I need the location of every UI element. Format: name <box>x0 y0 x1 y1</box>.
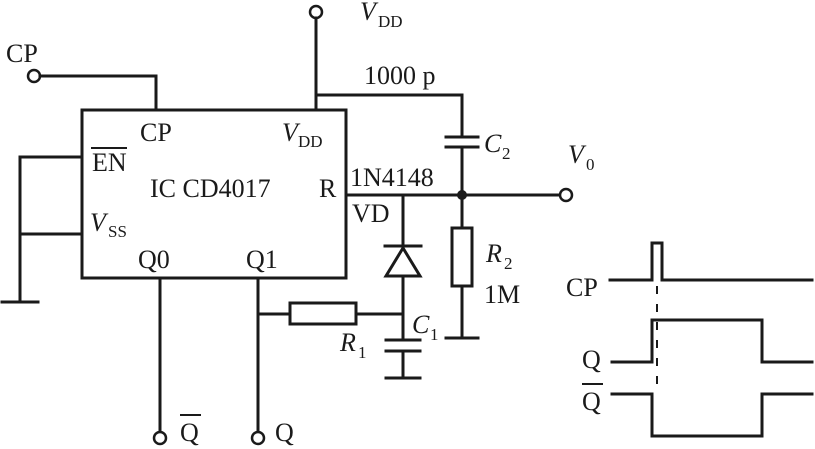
cp-input-terminal <box>26 68 42 84</box>
ic-pin-vdd-label: V <box>282 118 301 147</box>
vdd-supply-label: V <box>360 0 379 26</box>
c2-value-label: 1000 p <box>364 61 436 90</box>
ic-pin-vss-sub: SS <box>108 222 127 241</box>
ic-pin-q1-label: Q1 <box>246 245 278 274</box>
diode-triangle <box>383 245 423 278</box>
en-ground-wire <box>18 155 84 304</box>
r1-name-label: R <box>339 328 356 357</box>
c2-top-wire <box>314 93 464 139</box>
r2-resistor-body <box>450 226 474 288</box>
qbar-output-terminal <box>152 430 168 446</box>
diode-part-label: 1N4148 <box>350 163 434 192</box>
ic-pin-en-label: EN <box>92 148 127 177</box>
ic-pin-cp-label: CP <box>140 118 172 147</box>
timing-qbar-label: Q <box>582 387 601 416</box>
q-output-label: Q <box>275 418 294 447</box>
r2-name-sub: 2 <box>504 254 513 273</box>
r2-value-label: 1M <box>484 280 520 309</box>
timing-qbar-waveform <box>610 392 814 438</box>
c1-name-sub: 1 <box>430 325 439 344</box>
ic-pin-vdd-sub: DD <box>298 132 323 151</box>
ic-pin-q0-label: Q0 <box>138 245 170 274</box>
timing-q-waveform <box>610 318 814 364</box>
timing-cp-waveform <box>608 241 814 282</box>
cp-input-label: CP <box>6 39 38 68</box>
ic-pin-vss-label: V <box>90 208 109 237</box>
r2-name-label: R <box>485 239 502 268</box>
ic-title: IC CD4017 <box>150 174 271 203</box>
ic-pin-r-label: R <box>319 174 337 203</box>
qbar-output-label: Q <box>180 418 199 447</box>
c1-name-label: C <box>412 310 430 339</box>
r1-resistor-body <box>288 301 358 326</box>
diode-name-label: VD <box>352 199 390 228</box>
vo-output-sub: 0 <box>586 155 595 174</box>
r1-name-sub: 1 <box>358 343 367 362</box>
c2-name-sub: 2 <box>502 144 511 163</box>
timing-cp-label: CP <box>566 273 598 302</box>
c2-name-label: C <box>484 129 502 158</box>
timing-q-label: Q <box>582 345 601 374</box>
vo-output-label: V <box>568 140 587 169</box>
vo-output-terminal <box>558 187 574 203</box>
q-output-terminal <box>250 430 266 446</box>
vdd-supply-sub: DD <box>378 12 403 31</box>
vdd-supply-terminal <box>308 4 324 20</box>
cp-input-wire <box>38 74 158 112</box>
